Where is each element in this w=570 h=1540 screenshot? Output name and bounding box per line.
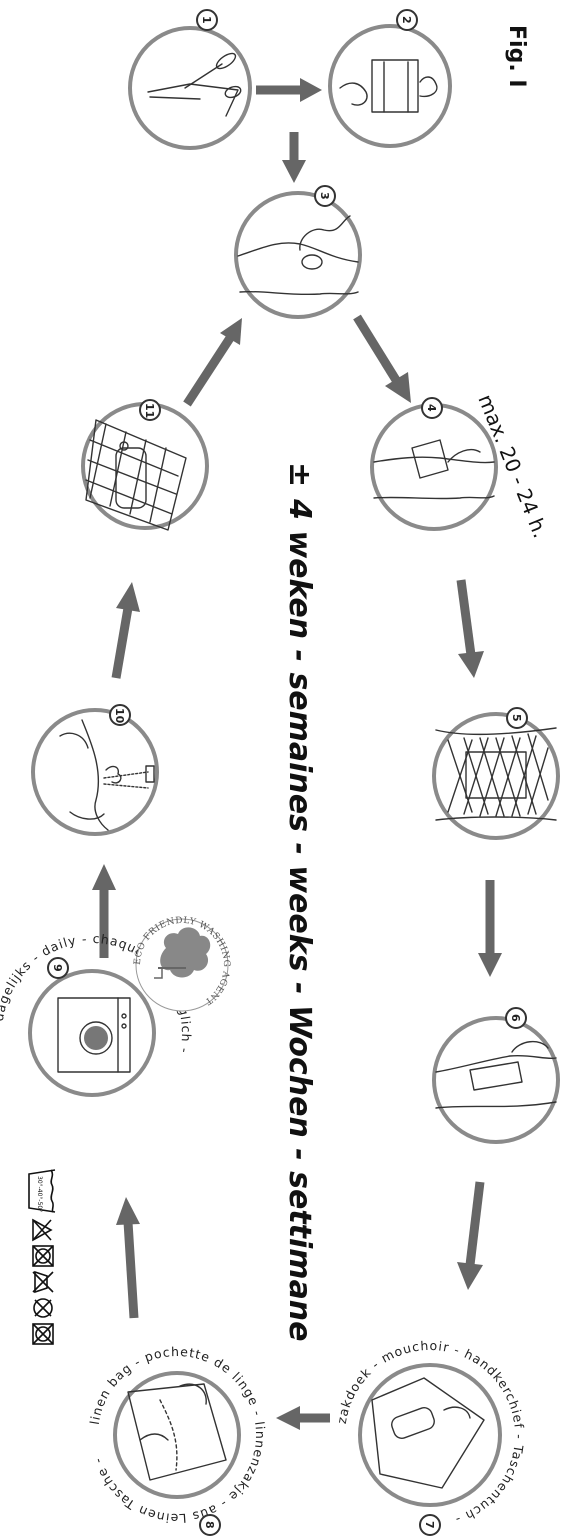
step-11: 11 (83, 400, 207, 530)
duration-label: ±4 weken - semaines - weeks - Wochen - s… (282, 462, 317, 1342)
step-8-number: 8 (203, 1521, 216, 1529)
step-4-number: 4 (425, 404, 438, 412)
no-dryclean-icon (34, 1299, 52, 1317)
arrow-11-to-3 (187, 318, 242, 404)
step-9-number: 9 (51, 964, 64, 972)
step-10-number: 10 (113, 708, 126, 724)
arrow-1-to-3 (282, 132, 306, 183)
step-1: 1 (130, 10, 250, 148)
step-8: linen bag - pochette de linge - linnenza… (87, 1344, 268, 1535)
step-3: 3 (236, 186, 360, 317)
no-bleach-icon (33, 1220, 51, 1240)
wash-temperature: 30°-40°-50° (36, 1176, 43, 1212)
arrow-4-to-5 (458, 580, 484, 678)
svg-text:±4 weken - semaines - weeks -: ±4 weken - semaines - weeks - Wochen - s… (282, 462, 317, 1342)
no-iron-icon (33, 1272, 53, 1292)
arrow-6-to-7 (457, 1182, 483, 1290)
step-5-number: 5 (510, 714, 523, 722)
arrow-8-to-9 (116, 1197, 140, 1318)
step-6: 6 (434, 1008, 558, 1142)
step-6-number: 6 (509, 1014, 522, 1022)
step-7: zakdoek - mouchoir - handkerchief - Tasc… (334, 1338, 527, 1535)
step-5: 5 (434, 708, 558, 838)
plus-minus-sign: ± (282, 462, 317, 487)
step-11-number: 11 (143, 403, 156, 418)
arrow-1-to-2 (256, 78, 322, 102)
arrow-7-to-8 (276, 1406, 330, 1430)
step-2: 2 (330, 10, 450, 146)
arrow-3-to-4 (357, 317, 411, 403)
eco-friendly-badge: ECO FRIENDLY WASHING AGENT (133, 916, 231, 1011)
figure-title: Fig. I (504, 25, 529, 88)
arrow-5-to-6 (478, 880, 502, 977)
step-2-number: 2 (400, 16, 413, 24)
step-10: 10 (33, 705, 157, 834)
care-label: 30°-40°-50° (29, 1170, 55, 1344)
step-7-number: 7 (423, 1521, 436, 1529)
step-3-number: 3 (318, 192, 331, 200)
no-wring-icon (33, 1324, 53, 1344)
arrow-10-to-11 (116, 582, 140, 678)
step-1-number: 1 (200, 16, 213, 24)
step-4: 4 (372, 398, 496, 529)
duration-text: 4 weken - semaines - weeks - Wochen - se… (282, 498, 317, 1341)
no-tumble-dry-icon (33, 1246, 53, 1266)
